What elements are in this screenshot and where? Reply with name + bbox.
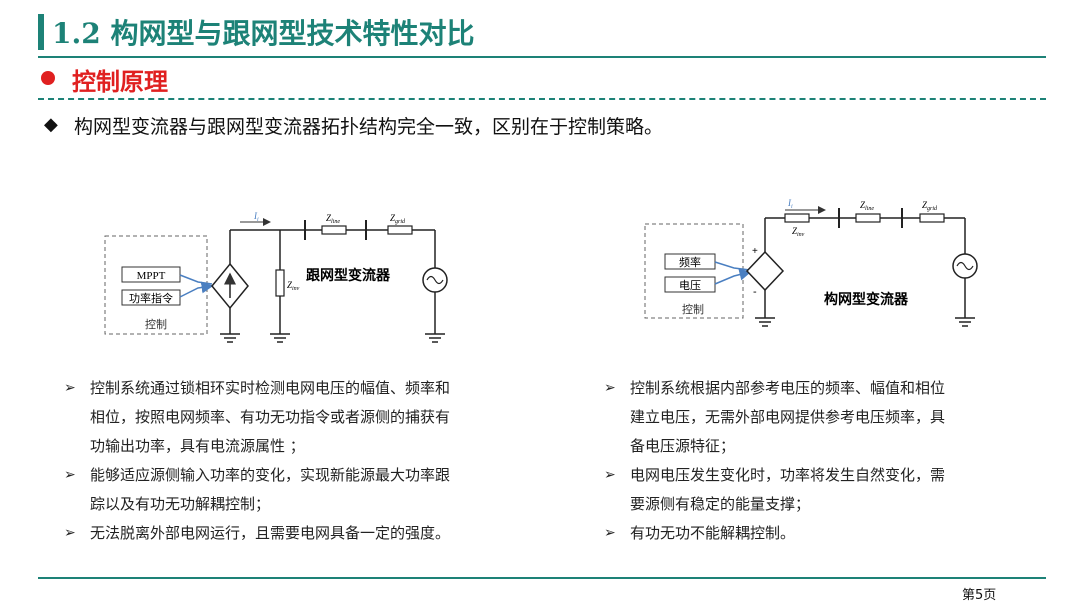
power-command-label: 功率指令 — [129, 291, 173, 305]
arrow-bullet-icon: ➢ — [604, 380, 616, 396]
arrow-bullet-icon: ➢ — [64, 467, 76, 483]
grid-following-diagram: MPPT 功率指令 控制 Ii Zinv 跟网型变流器 Zline Zgrid — [104, 211, 448, 343]
grid-following-bullets: ➢ 控制系统通过锁相环实时检测电网电压的幅值、频率和 相位，按照电网频率、有功无… — [64, 374, 534, 548]
list-item: ➢ 电网电压发生变化时，功率将发生自然变化，需 要源侧有稳定的能量支撑； — [604, 461, 1024, 519]
grid-forming-bullets: ➢ 控制系统根据内部参考电压的频率、幅值和相位 建立电压，无需外部电网提供参考电… — [604, 374, 1024, 548]
plus-sign: + — [752, 246, 758, 257]
frequency-label: 频率 — [679, 255, 701, 269]
zline-resistor — [321, 225, 347, 235]
zinv-resistor — [784, 213, 810, 223]
mppt-label: MPPT — [137, 270, 166, 282]
page-number: 第5页 — [962, 588, 997, 603]
diamond-bullet-icon: ◆ — [44, 114, 58, 135]
minus-sign: - — [753, 286, 757, 298]
frequency-box — [664, 253, 716, 270]
zgrid-label: Zgrid — [390, 213, 406, 225]
voltage-source-icon — [745, 250, 785, 292]
grid-forming-label: 构网型变流器 — [824, 291, 909, 308]
list-item: ➢ 有功无功不能解耦控制。 — [604, 519, 1024, 548]
list-item: ➢ 能够适应源侧输入功率的变化，实现新能源最大功率跟 踪以及有功无功解耦控制； — [64, 461, 534, 519]
section-bullet-icon — [41, 71, 55, 85]
arrow-bullet-icon: ➢ — [64, 525, 76, 541]
voltage-label: 电压 — [679, 279, 701, 292]
intro-text: 构网型变流器与跟网型变流器拓扑结构完全一致，区别在于控制策略。 — [74, 116, 664, 138]
control-box — [644, 223, 744, 319]
signal-arrow — [714, 261, 751, 271]
zinv-label: Zinv — [287, 280, 300, 292]
current-label: Ii — [787, 198, 793, 210]
zgrid-label: Zgrid — [922, 200, 938, 212]
zline-resistor — [855, 213, 881, 223]
list-item: ➢ 控制系统通过锁相环实时检测电网电压的幅值、频率和 相位，按照电网频率、有功无… — [64, 374, 534, 461]
footer-divider — [38, 577, 1046, 579]
grid-following-label: 跟网型变流器 — [306, 267, 391, 284]
zinv-resistor — [275, 269, 285, 297]
grid-forming-diagram: 频率 电压 控制 + - Ii Zinv Zline Zgrid 构网型变流器 — [644, 198, 978, 327]
signal-arrow — [714, 268, 752, 285]
section-title: 控制原理 — [72, 68, 168, 96]
voltage-box — [664, 276, 716, 293]
zline-label: Zline — [860, 200, 874, 212]
power-command-box — [121, 289, 181, 306]
zgrid-resistor — [919, 213, 945, 223]
zinv-label: Zinv — [792, 226, 805, 238]
arrow-bullet-icon: ➢ — [604, 467, 616, 483]
list-item: ➢ 控制系统根据内部参考电压的频率、幅值和相位 建立电压，无需外部电网提供参考电… — [604, 374, 1024, 461]
page-title: 1.2 构网型与跟网型技术特性对比 — [52, 17, 475, 50]
arrow-bullet-icon: ➢ — [64, 380, 76, 396]
section-divider — [38, 98, 1046, 100]
title-divider — [38, 56, 1046, 58]
zgrid-resistor — [387, 225, 413, 235]
arrow-bullet-icon: ➢ — [604, 525, 616, 541]
control-label: 控制 — [682, 302, 704, 316]
list-item: ➢ 无法脱离外部电网运行，且需要电网具备一定的强度。 — [64, 519, 534, 548]
current-label: Ii — [253, 211, 259, 223]
signal-arrow — [179, 281, 214, 298]
title-accent-bar — [38, 14, 44, 50]
mppt-box — [121, 266, 181, 283]
control-label: 控制 — [145, 317, 167, 331]
zline-label: Zline — [326, 213, 340, 225]
